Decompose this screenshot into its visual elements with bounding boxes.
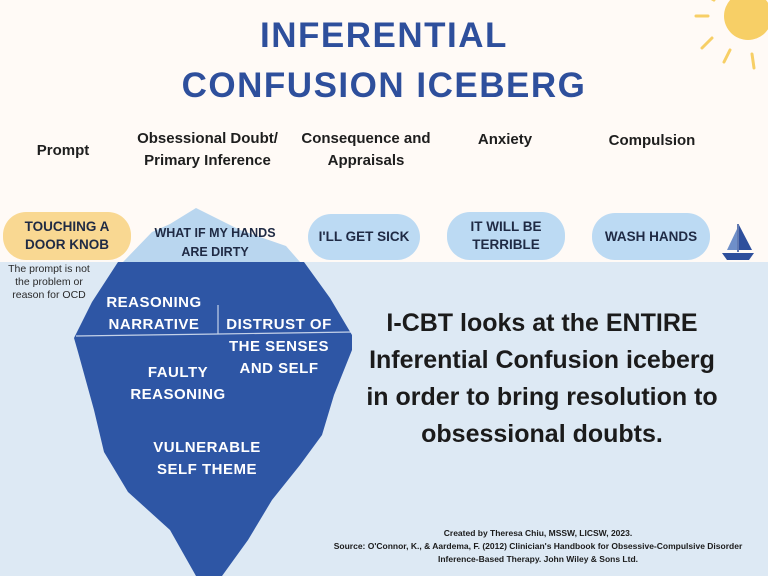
prompt-note: The prompt is not the problem or reason …	[8, 263, 90, 301]
credit: Created by Theresa Chiu, MSSW, LICSW, 20…	[318, 527, 758, 566]
header-compulsion: Compulsion	[608, 132, 696, 149]
header-obsessional-doubt: Obsessional Doubt/ Primary Inference	[137, 130, 278, 169]
header-anxiety: Anxiety	[477, 131, 533, 148]
consequence-pill: I'LL GET SICK	[308, 214, 420, 260]
iceberg-tip	[123, 208, 300, 262]
main-message: I-CBT looks at the ENTIRE Inferential Co…	[366, 309, 718, 448]
sailboat-icon	[722, 224, 754, 260]
sun-icon	[694, 0, 768, 70]
credit-author: Created by Theresa Chiu, MSSW, LICSW, 20…	[443, 528, 633, 538]
header-consequence: Consequence and Appraisals	[301, 130, 431, 169]
iceberg-layer-distrust: DISTRUST OF THE SENSES AND SELF	[226, 316, 332, 377]
title-line-2: CONFUSION ICEBERG	[181, 66, 587, 105]
iceberg-layer-vulnerable-self: VULNERABLE SELF THEME	[153, 439, 261, 478]
compulsion-pill: WASH HANDS	[592, 213, 710, 260]
iceberg-layer-reasoning-narrative: REASONING NARRATIVE	[106, 294, 202, 333]
title-line-1: INFERENTIAL	[260, 16, 508, 55]
prompt-pill: TOUCHING A DOOR KNOB	[3, 212, 131, 260]
iceberg-layer-faulty-reasoning: FAULTY REASONING	[130, 364, 226, 403]
primary-inference-text: WHAT IF MY HANDS ARE DIRTY	[154, 226, 276, 259]
iceberg-underwater	[74, 262, 352, 576]
anxiety-pill: IT WILL BE TERRIBLE	[447, 212, 565, 260]
credit-source: Source: O'Connor, K., & Aardema, F. (201…	[333, 541, 743, 564]
header-prompt: Prompt	[36, 142, 90, 159]
